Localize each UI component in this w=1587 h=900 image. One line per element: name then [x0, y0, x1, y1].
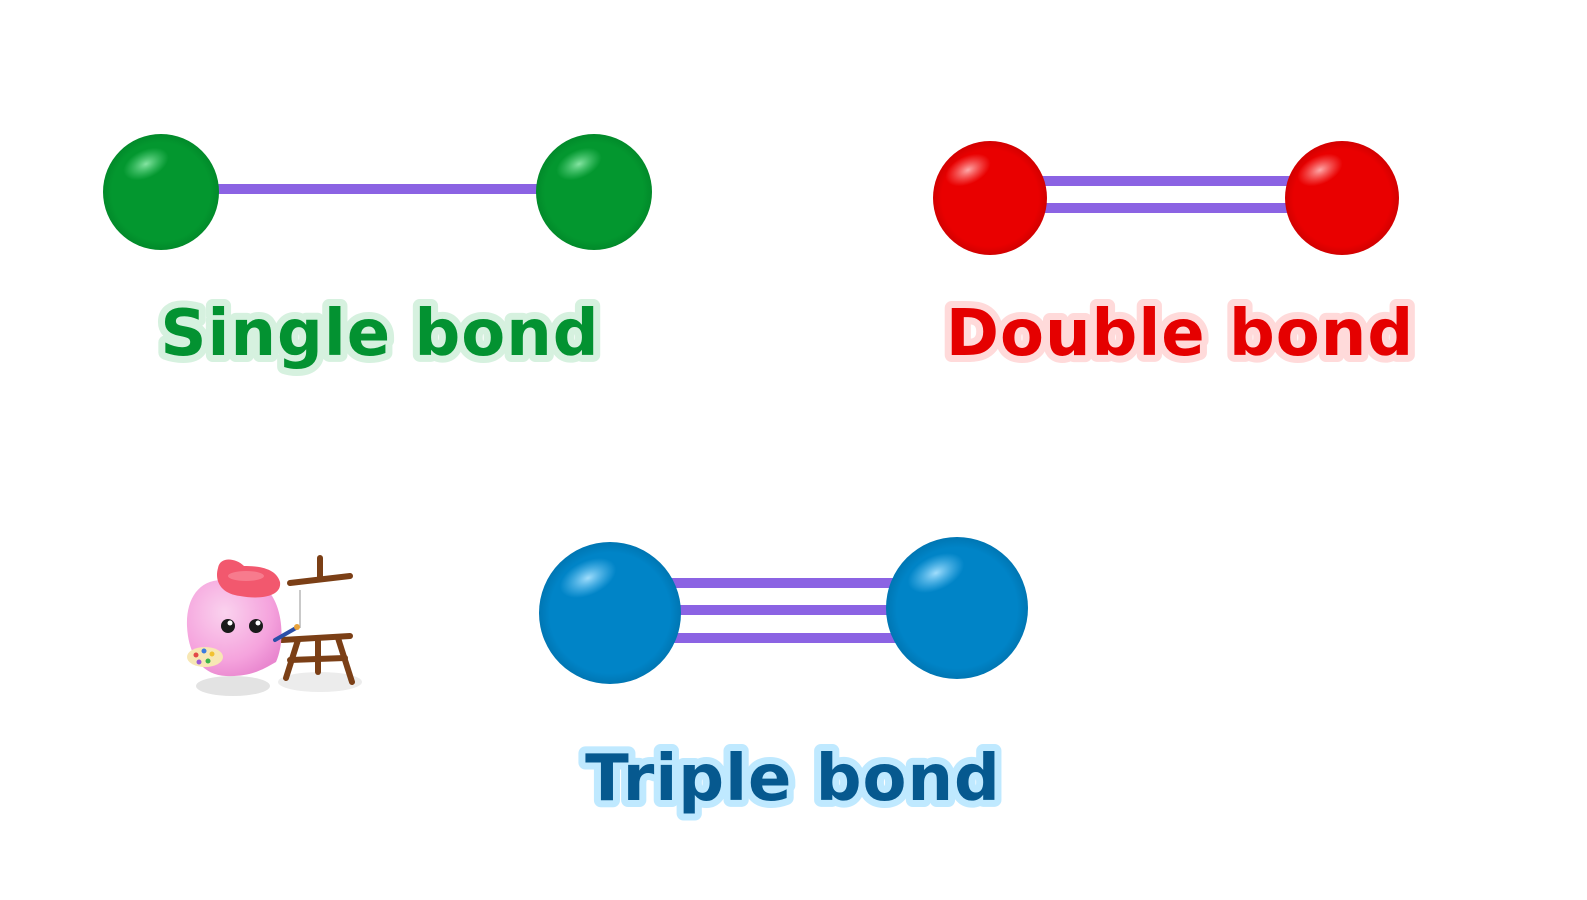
- triple-bond-group: Triple bond: [539, 537, 1028, 823]
- easel-icon: [279, 555, 355, 685]
- triple-bond-line-bottom: [665, 633, 905, 643]
- single-bond-line: [210, 184, 550, 194]
- double-bond-group: Double bond: [933, 141, 1420, 378]
- triple-bond-line-top: [665, 578, 905, 588]
- double-bond-atom-right: [1285, 141, 1399, 255]
- single-bond-group: Single bond: [103, 134, 652, 378]
- double-bond-line-top: [1030, 176, 1300, 186]
- double-bond-label: Double bond: [946, 297, 1414, 371]
- triple-bond-atom-right: [886, 537, 1028, 679]
- single-bond-atom-left: [103, 134, 219, 250]
- double-bond-atom-left: [933, 141, 1047, 255]
- double-bond-line-bottom: [1030, 203, 1300, 213]
- triple-bond-line-middle: [665, 605, 905, 615]
- single-bond-label: Single bond: [160, 297, 599, 371]
- triple-bond-label: Triple bond: [585, 742, 1001, 816]
- triple-bond-atom-left: [539, 542, 681, 684]
- painter-blob-icon: [186, 555, 362, 696]
- single-bond-atom-right: [536, 134, 652, 250]
